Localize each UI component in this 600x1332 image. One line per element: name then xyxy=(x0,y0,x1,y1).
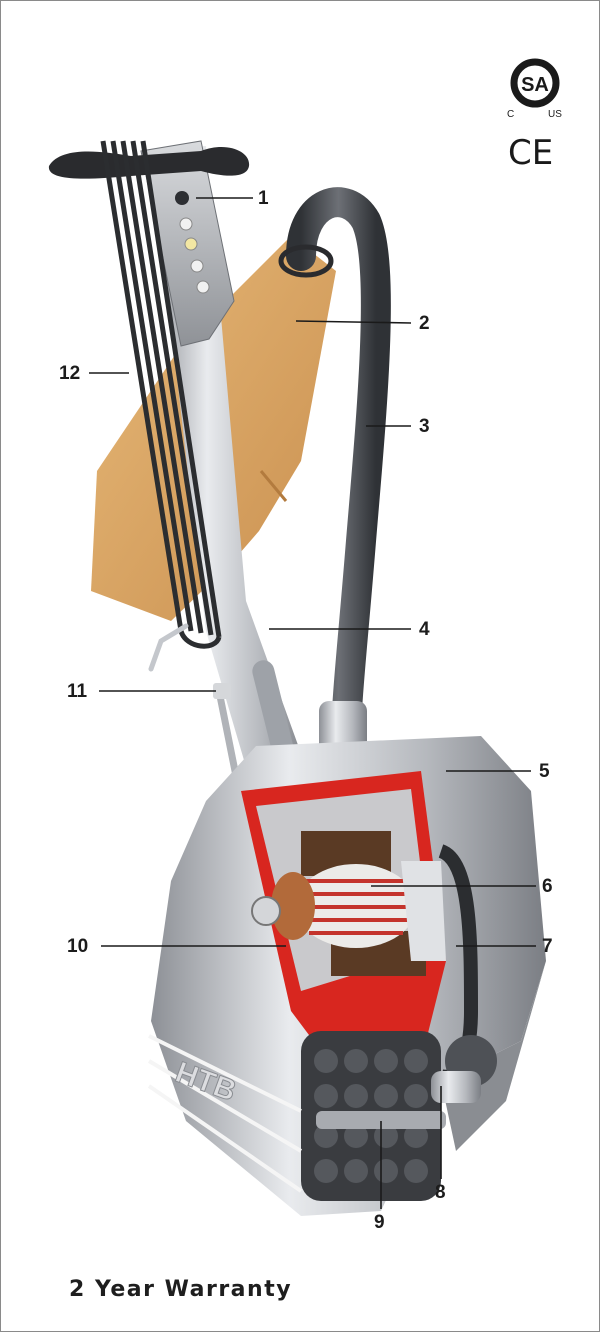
cable-hook xyxy=(148,623,189,672)
callout-11: 11 xyxy=(67,681,88,702)
drum-clamp-bar xyxy=(316,1111,446,1129)
svg-text:SA: SA xyxy=(521,74,549,96)
motor-bearing xyxy=(251,896,281,926)
warranty-footer: 2 Year Warranty xyxy=(69,1277,293,1302)
power-cable-coil xyxy=(100,140,222,649)
csa-certification-mark: SA C US xyxy=(507,58,562,120)
leader-lines xyxy=(89,197,536,1209)
callout-6: 6 xyxy=(542,876,553,897)
callout-12: 12 xyxy=(59,363,81,384)
callout-9: 9 xyxy=(374,1212,385,1233)
hose-collar xyxy=(278,244,334,278)
callout-4: 4 xyxy=(419,619,430,640)
callout-2: 2 xyxy=(419,313,430,334)
control-knob xyxy=(175,191,189,205)
svg-text:US: US xyxy=(548,109,562,120)
ce-certification-mark: CE xyxy=(508,133,553,171)
callout-3: 3 xyxy=(419,416,430,437)
svg-text:C: C xyxy=(507,109,514,120)
handle-grip-slot xyxy=(252,660,296,768)
suction-hose xyxy=(286,187,391,756)
callout-7: 7 xyxy=(542,936,553,957)
callout-8: 8 xyxy=(435,1182,446,1203)
t-handle xyxy=(48,146,250,179)
callout-1: 1 xyxy=(258,188,269,209)
drum-axle xyxy=(431,1071,481,1103)
callout-10: 10 xyxy=(67,936,89,957)
callout-5: 5 xyxy=(539,761,550,782)
commutator xyxy=(271,872,315,940)
dust-bag-inner-seam xyxy=(259,470,288,502)
svg-text:CE: CE xyxy=(508,133,553,171)
